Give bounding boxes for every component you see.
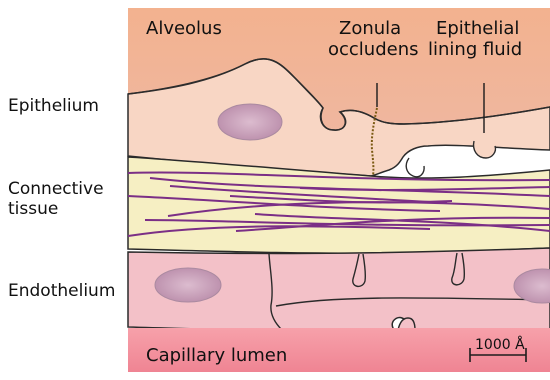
diagram-group: Alveolus Zonula occludens Epithelial lin… — [128, 8, 550, 372]
epithelial-boundary-indent — [406, 158, 424, 177]
epithelial-lining-fluid-label-line1: Epithelial — [436, 18, 519, 39]
epithelium-nucleus — [218, 104, 282, 140]
alveolus-label: Alveolus — [146, 18, 222, 39]
endothelium-nucleus-left — [155, 268, 221, 302]
zonula-occludens-label-line1: Zonula — [339, 18, 401, 39]
zonula-occludens-label-line2: occludens — [328, 39, 419, 60]
capillary-lumen-label: Capillary lumen — [146, 345, 287, 366]
scale-bar-label: 1000 Å — [475, 336, 525, 353]
epithelial-lining-fluid-label-line2: lining fluid — [428, 39, 522, 60]
